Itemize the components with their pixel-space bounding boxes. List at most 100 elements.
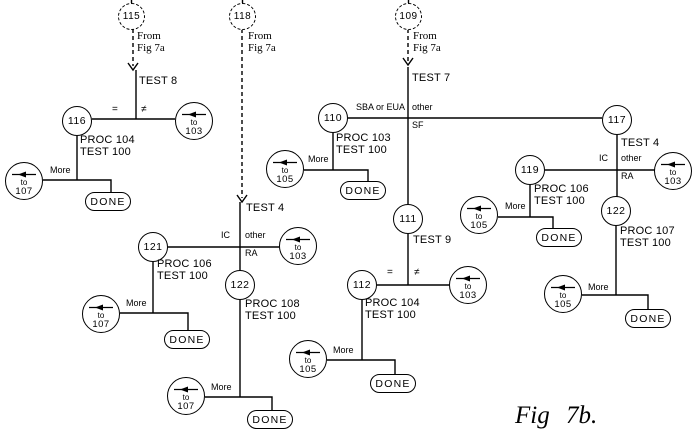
branch-label-more: More bbox=[126, 298, 147, 308]
offpage-node-to-103: to 103 bbox=[654, 152, 692, 190]
offpage-to-label: to bbox=[669, 167, 677, 177]
offpage-to-label: to bbox=[304, 355, 312, 365]
done-terminal: DONE bbox=[625, 309, 671, 328]
offpage-to-label: to bbox=[20, 177, 28, 187]
offpage-to-label: to bbox=[475, 211, 483, 221]
figure-caption: Fig 7b. bbox=[515, 402, 598, 429]
done-terminal: DONE bbox=[247, 410, 293, 429]
state-node-112: 112 bbox=[347, 270, 377, 300]
down-arrowhead-icon bbox=[127, 62, 139, 72]
offpage-number: 103 bbox=[289, 250, 307, 262]
state-node-119: 119 bbox=[515, 155, 545, 185]
state-node-122-left: 122 bbox=[225, 270, 255, 300]
branch-label-equal: = bbox=[112, 104, 118, 115]
state-node-111: 111 bbox=[393, 204, 423, 234]
offpage-number: 107 bbox=[92, 318, 110, 330]
offpage-to-label: to bbox=[97, 310, 105, 320]
down-arrowhead-icon bbox=[236, 194, 248, 204]
branch-label-more: More bbox=[505, 201, 526, 211]
proc-block-110: PROC 103 TEST 100 bbox=[336, 132, 391, 156]
from-fig7a-note: From Fig 7a bbox=[248, 30, 276, 54]
branch-label-sba-or-eua: SBA or EUA bbox=[356, 102, 406, 112]
offpage-node-to-103: to 103 bbox=[449, 266, 487, 304]
branch-label-other: other bbox=[412, 102, 433, 112]
offpage-to-label: to bbox=[559, 290, 567, 300]
left-arrow-icon bbox=[182, 111, 206, 117]
offpage-node-to-107: to 107 bbox=[167, 377, 205, 415]
offpage-number: 103 bbox=[185, 125, 203, 137]
state-node-121: 121 bbox=[138, 232, 168, 262]
branch-label-other: other bbox=[621, 153, 642, 163]
done-terminal: DONE bbox=[164, 330, 210, 349]
offpage-number: 105 bbox=[299, 363, 317, 375]
down-arrowhead-icon bbox=[402, 57, 414, 67]
offpage-node-to-105: to 105 bbox=[460, 196, 498, 234]
test-label-4-left: TEST 4 bbox=[246, 202, 285, 214]
offpage-number: 107 bbox=[15, 185, 33, 197]
test-label-7: TEST 7 bbox=[412, 72, 451, 84]
branch-label-other: other bbox=[245, 230, 266, 240]
entry-node-118: 118 bbox=[229, 3, 256, 30]
from-fig7a-note: From Fig 7a bbox=[137, 30, 165, 54]
branch-label-more: More bbox=[333, 345, 354, 355]
left-arrow-icon bbox=[661, 161, 685, 167]
left-arrow-icon bbox=[89, 304, 113, 310]
state-node-110: 110 bbox=[318, 103, 348, 133]
test-label-9: TEST 9 bbox=[413, 234, 452, 246]
offpage-number: 105 bbox=[470, 219, 488, 231]
branch-label-ra: RA bbox=[245, 248, 258, 258]
branch-label-not-equal: ≠ bbox=[414, 267, 420, 278]
offpage-to-label: to bbox=[294, 242, 302, 252]
done-terminal: DONE bbox=[370, 374, 416, 393]
left-arrow-icon bbox=[174, 386, 198, 392]
left-arrow-icon bbox=[296, 349, 320, 355]
offpage-node-to-105: to 105 bbox=[289, 340, 327, 378]
test-label-8: TEST 8 bbox=[139, 75, 178, 87]
branch-label-more: More bbox=[308, 154, 329, 164]
offpage-to-label: to bbox=[190, 117, 198, 127]
entry-node-109: 109 bbox=[395, 3, 422, 30]
left-arrow-icon bbox=[286, 236, 310, 242]
offpage-number: 103 bbox=[664, 175, 682, 187]
offpage-node-to-107: to 107 bbox=[82, 295, 120, 333]
left-arrow-icon bbox=[456, 275, 480, 281]
branch-label-equal: = bbox=[387, 267, 393, 278]
offpage-number: 103 bbox=[459, 289, 477, 301]
branch-label-more: More bbox=[588, 282, 609, 292]
offpage-node-to-103: to 103 bbox=[175, 102, 213, 140]
entry-node-115: 115 bbox=[118, 3, 145, 30]
branch-label-more: More bbox=[211, 382, 232, 392]
branch-label-ra: RA bbox=[621, 171, 634, 181]
state-node-117: 117 bbox=[602, 105, 632, 135]
offpage-node-to-105: to 105 bbox=[544, 275, 582, 313]
left-arrow-icon bbox=[273, 159, 297, 165]
branch-label-more: More bbox=[50, 165, 71, 175]
branch-label-ic: IC bbox=[221, 230, 230, 240]
done-terminal: DONE bbox=[340, 181, 386, 200]
left-arrow-icon bbox=[467, 205, 491, 211]
proc-block-122-left: PROC 108 TEST 100 bbox=[245, 298, 300, 322]
offpage-number: 105 bbox=[276, 173, 294, 185]
from-fig7a-note: From Fig 7a bbox=[413, 30, 441, 54]
branch-label-not-equal: ≠ bbox=[141, 104, 147, 115]
state-node-122-right: 122 bbox=[601, 196, 631, 226]
offpage-to-label: to bbox=[182, 392, 190, 402]
state-node-116: 116 bbox=[62, 106, 92, 136]
offpage-node-to-107: to 107 bbox=[5, 162, 43, 200]
proc-block-121: PROC 106 TEST 100 bbox=[157, 258, 212, 282]
offpage-to-label: to bbox=[464, 281, 472, 291]
test-label-4-right: TEST 4 bbox=[621, 137, 660, 149]
left-arrow-icon bbox=[12, 171, 36, 177]
proc-block-116: PROC 104 TEST 100 bbox=[80, 134, 135, 158]
proc-block-119: PROC 106 TEST 100 bbox=[534, 183, 589, 207]
offpage-to-label: to bbox=[281, 165, 289, 175]
done-terminal: DONE bbox=[85, 192, 131, 211]
branch-label-ic: IC bbox=[599, 153, 608, 163]
done-terminal: DONE bbox=[536, 228, 582, 247]
offpage-node-to-103: to 103 bbox=[279, 227, 317, 265]
proc-block-112: PROC 104 TEST 100 bbox=[365, 297, 420, 321]
proc-block-122-right: PROC 107 TEST 100 bbox=[620, 225, 675, 249]
branch-label-sf: SF bbox=[412, 120, 424, 130]
